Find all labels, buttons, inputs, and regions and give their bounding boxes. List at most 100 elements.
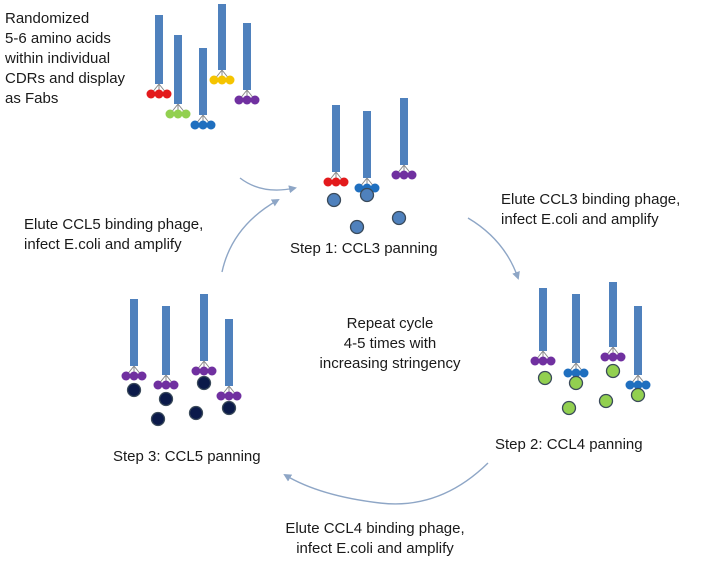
cdr-bead (154, 89, 164, 99)
repeat-line: Repeat cycle (346, 315, 434, 332)
ccl3-target (359, 187, 375, 203)
ccl5-target (158, 391, 174, 407)
cdr-bead (538, 356, 548, 366)
ccl4-target (561, 400, 577, 416)
cdr-bead (579, 368, 589, 378)
cdr-bead (181, 109, 191, 119)
arrow-library-to-step1 (239, 177, 297, 194)
elute-ccl5-line: infect E.coli and amplify (24, 236, 182, 253)
ccl4-target (605, 363, 621, 379)
phage-stalk (572, 294, 580, 363)
phage-stalk (634, 306, 642, 375)
intro-line: CDRs and display (5, 70, 126, 87)
cdr-bead (198, 120, 208, 130)
cdr-bead (323, 177, 333, 187)
repeat-line: 4-5 times with (343, 335, 437, 352)
intro-line: Randomized (5, 10, 90, 27)
phage-stalk (130, 299, 138, 366)
elute-ccl4-line: infect E.coli and amplify (296, 540, 454, 557)
phage-fab (563, 294, 589, 378)
cdr-bead (563, 368, 573, 378)
phage-fab (165, 35, 191, 119)
cdr-bead (169, 380, 179, 390)
phage-stalk (199, 48, 207, 115)
phage-stalk (155, 15, 163, 84)
cdr-bead (153, 380, 163, 390)
ccl5-target (188, 405, 204, 421)
phage-fab (234, 23, 260, 105)
step1-label: Step 1: CCL3 panning (290, 240, 438, 257)
repeat-line: increasing stringency (319, 355, 461, 372)
cdr-bead (370, 183, 380, 193)
cdr-bead (546, 356, 556, 366)
intro-line: within individual (5, 50, 111, 67)
cdr-bead (199, 366, 209, 376)
cdr-bead (530, 356, 540, 366)
phage-fab (191, 294, 217, 376)
phage-stalk (162, 306, 170, 375)
ccl5-target (221, 400, 237, 416)
phage-fab (625, 306, 651, 390)
cdr-bead (600, 352, 610, 362)
phage-fab (190, 48, 216, 130)
ccl4-target (568, 375, 584, 391)
cdr-bead (161, 380, 171, 390)
step3-label: Step 3: CCL5 panning (113, 448, 261, 465)
phage-stalk (200, 294, 208, 361)
phage-fab (216, 319, 242, 401)
phage-stalk (218, 4, 226, 70)
cdr-bead (224, 391, 234, 401)
cdr-bead (146, 89, 156, 99)
cdr-bead (633, 380, 643, 390)
cdr-bead (129, 371, 139, 381)
ccl4-target (630, 387, 646, 403)
phage-stalk (174, 35, 182, 104)
cdr-bead (232, 391, 242, 401)
cdr-bead (162, 89, 172, 99)
elute-ccl3-line: Elute CCL3 binding phage, (501, 191, 681, 208)
phage-stalk (609, 282, 617, 347)
phage-fab (153, 306, 179, 390)
cdr-bead (399, 170, 409, 180)
cdr-bead (339, 177, 349, 187)
intro-line: 5-6 amino acids (5, 30, 111, 47)
phage-stalk (243, 23, 251, 90)
ccl5-target (126, 382, 142, 398)
phage-fab (391, 98, 417, 180)
arrow-step2-to-step3 (283, 462, 489, 505)
phage-fab (323, 105, 349, 187)
ccl3-target (326, 192, 342, 208)
cdr-bead (641, 380, 651, 390)
phage-fab (530, 288, 556, 366)
phage-stalk (539, 288, 547, 351)
elute-ccl3-text: Elute CCL3 binding phage, infect E.coli … (501, 190, 680, 230)
cdr-bead (354, 183, 364, 193)
arrow-step3-to-step1 (221, 199, 280, 273)
cdr-bead (331, 177, 341, 187)
phage-fab (209, 4, 235, 85)
cdr-bead (242, 95, 252, 105)
elute-ccl4-text: Elute CCL4 binding phage, infect E.coli … (255, 519, 495, 559)
ccl4-target (598, 393, 614, 409)
phage-stalk (225, 319, 233, 386)
cdr-bead (173, 109, 183, 119)
ccl5-target (150, 411, 166, 427)
intro-text: Randomized 5-6 amino acids within indivi… (5, 9, 125, 109)
cdr-bead (225, 75, 235, 85)
cdr-bead (625, 380, 635, 390)
cdr-bead (137, 371, 147, 381)
step2-label: Step 2: CCL4 panning (495, 436, 643, 453)
repeat-text: Repeat cycle 4-5 times with increasing s… (300, 314, 480, 374)
cdr-bead (407, 170, 417, 180)
ccl4-target (537, 370, 553, 386)
phage-fab (121, 299, 147, 381)
cdr-bead (234, 95, 244, 105)
cdr-bead (165, 109, 175, 119)
cdr-bead (616, 352, 626, 362)
elute-ccl5-line: Elute CCL5 binding phage, (24, 216, 204, 233)
cdr-bead (207, 366, 217, 376)
phage-fab (354, 111, 380, 193)
cdr-bead (206, 120, 216, 130)
cdr-bead (209, 75, 219, 85)
